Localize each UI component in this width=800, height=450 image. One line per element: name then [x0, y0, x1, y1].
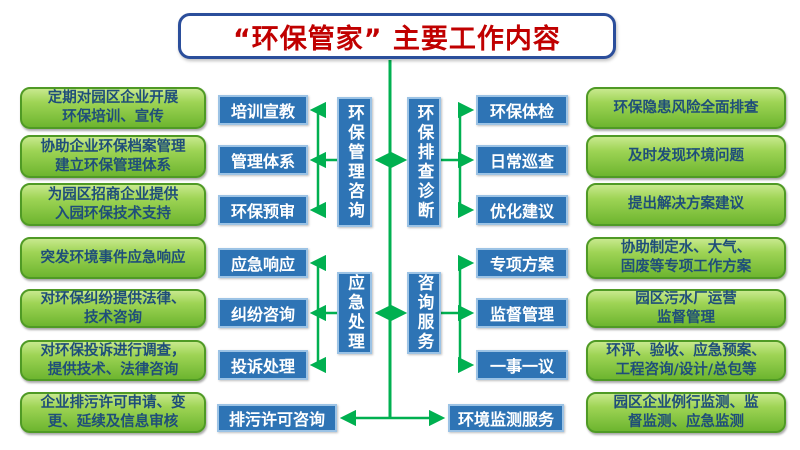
outcome-left-3: 为园区招商企业提供 入园环保技术支持	[20, 183, 206, 226]
outcome-right-4: 协助制定水、大气、 固废等专项工作方案	[586, 237, 786, 279]
service-emergency-response: 应急响应	[218, 248, 308, 278]
service-optimization-advice: 优化建议	[476, 195, 568, 225]
hub-management-consulting: 环保管理咨询	[337, 97, 372, 227]
outcome-left-7: 企业排污许可申请、变 更、延续及信息审核	[20, 392, 206, 433]
hub-inspection-diagnosis: 环保排查诊断	[407, 97, 441, 227]
outcome-left-6: 对环保投诉进行调查， 提供技术、法律咨询	[20, 340, 206, 381]
service-dispute-consult: 纠纷咨询	[218, 298, 308, 328]
service-special-plan: 专项方案	[476, 248, 568, 278]
outcome-left-4: 突发环境事件应急响应	[20, 237, 206, 279]
service-training: 培训宣教	[218, 95, 308, 125]
outcome-left-5: 对环保纠纷提供法律、 技术咨询	[20, 289, 206, 328]
service-complaint-handling: 投诉处理	[218, 350, 308, 380]
service-discharge-permit-consulting: 排污许可咨询	[217, 404, 337, 432]
outcome-left-1: 定期对园区企业开展 环保培训、宣传	[20, 87, 206, 129]
outcome-right-6: 环评、验收、应急预案、 工程咨询/设计/总包等	[586, 340, 786, 381]
outcome-right-2: 及时发现环境问题	[586, 135, 786, 178]
service-management-system: 管理体系	[218, 145, 308, 175]
outcome-left-2: 协助企业环保档案管理 建立环保管理体系	[20, 135, 206, 178]
outcome-right-5: 园区污水厂运营 监督管理	[586, 289, 786, 328]
hub-consulting-service: 咨询服务	[407, 272, 441, 354]
hub-emergency-handling: 应急处理	[337, 272, 372, 354]
service-supervision-management: 监督管理	[476, 298, 568, 328]
service-env-preaudit: 环保预审	[218, 195, 308, 225]
outcome-right-7: 园区企业例行监测、监 督监测、应急监测	[586, 392, 786, 433]
service-env-monitoring: 环境监测服务	[448, 404, 564, 432]
service-daily-patrol: 日常巡查	[476, 145, 568, 175]
page-title: “环保管家” 主要工作内容	[178, 13, 616, 59]
service-case-by-case: 一事一议	[476, 350, 568, 380]
outcome-right-3: 提出解决方案建议	[586, 183, 786, 226]
outcome-right-1: 环保隐患风险全面排查	[586, 87, 786, 129]
service-env-checkup: 环保体检	[476, 95, 568, 125]
